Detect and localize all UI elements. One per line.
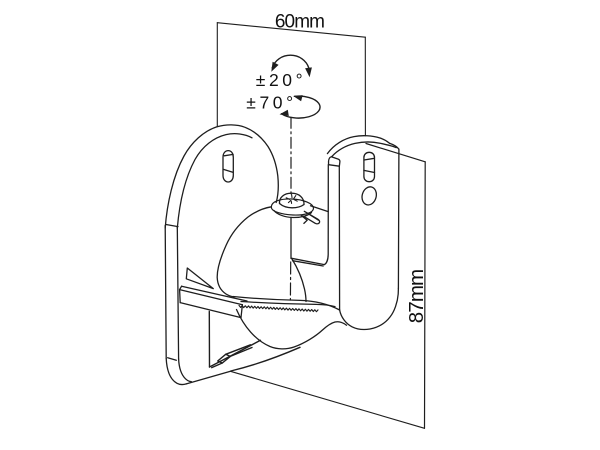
svg-text:±20°: ±20° (256, 70, 306, 90)
svg-text:60mm: 60mm (275, 11, 324, 32)
svg-text:87mm: 87mm (405, 270, 428, 323)
svg-text:±70°: ±70° (246, 93, 296, 113)
